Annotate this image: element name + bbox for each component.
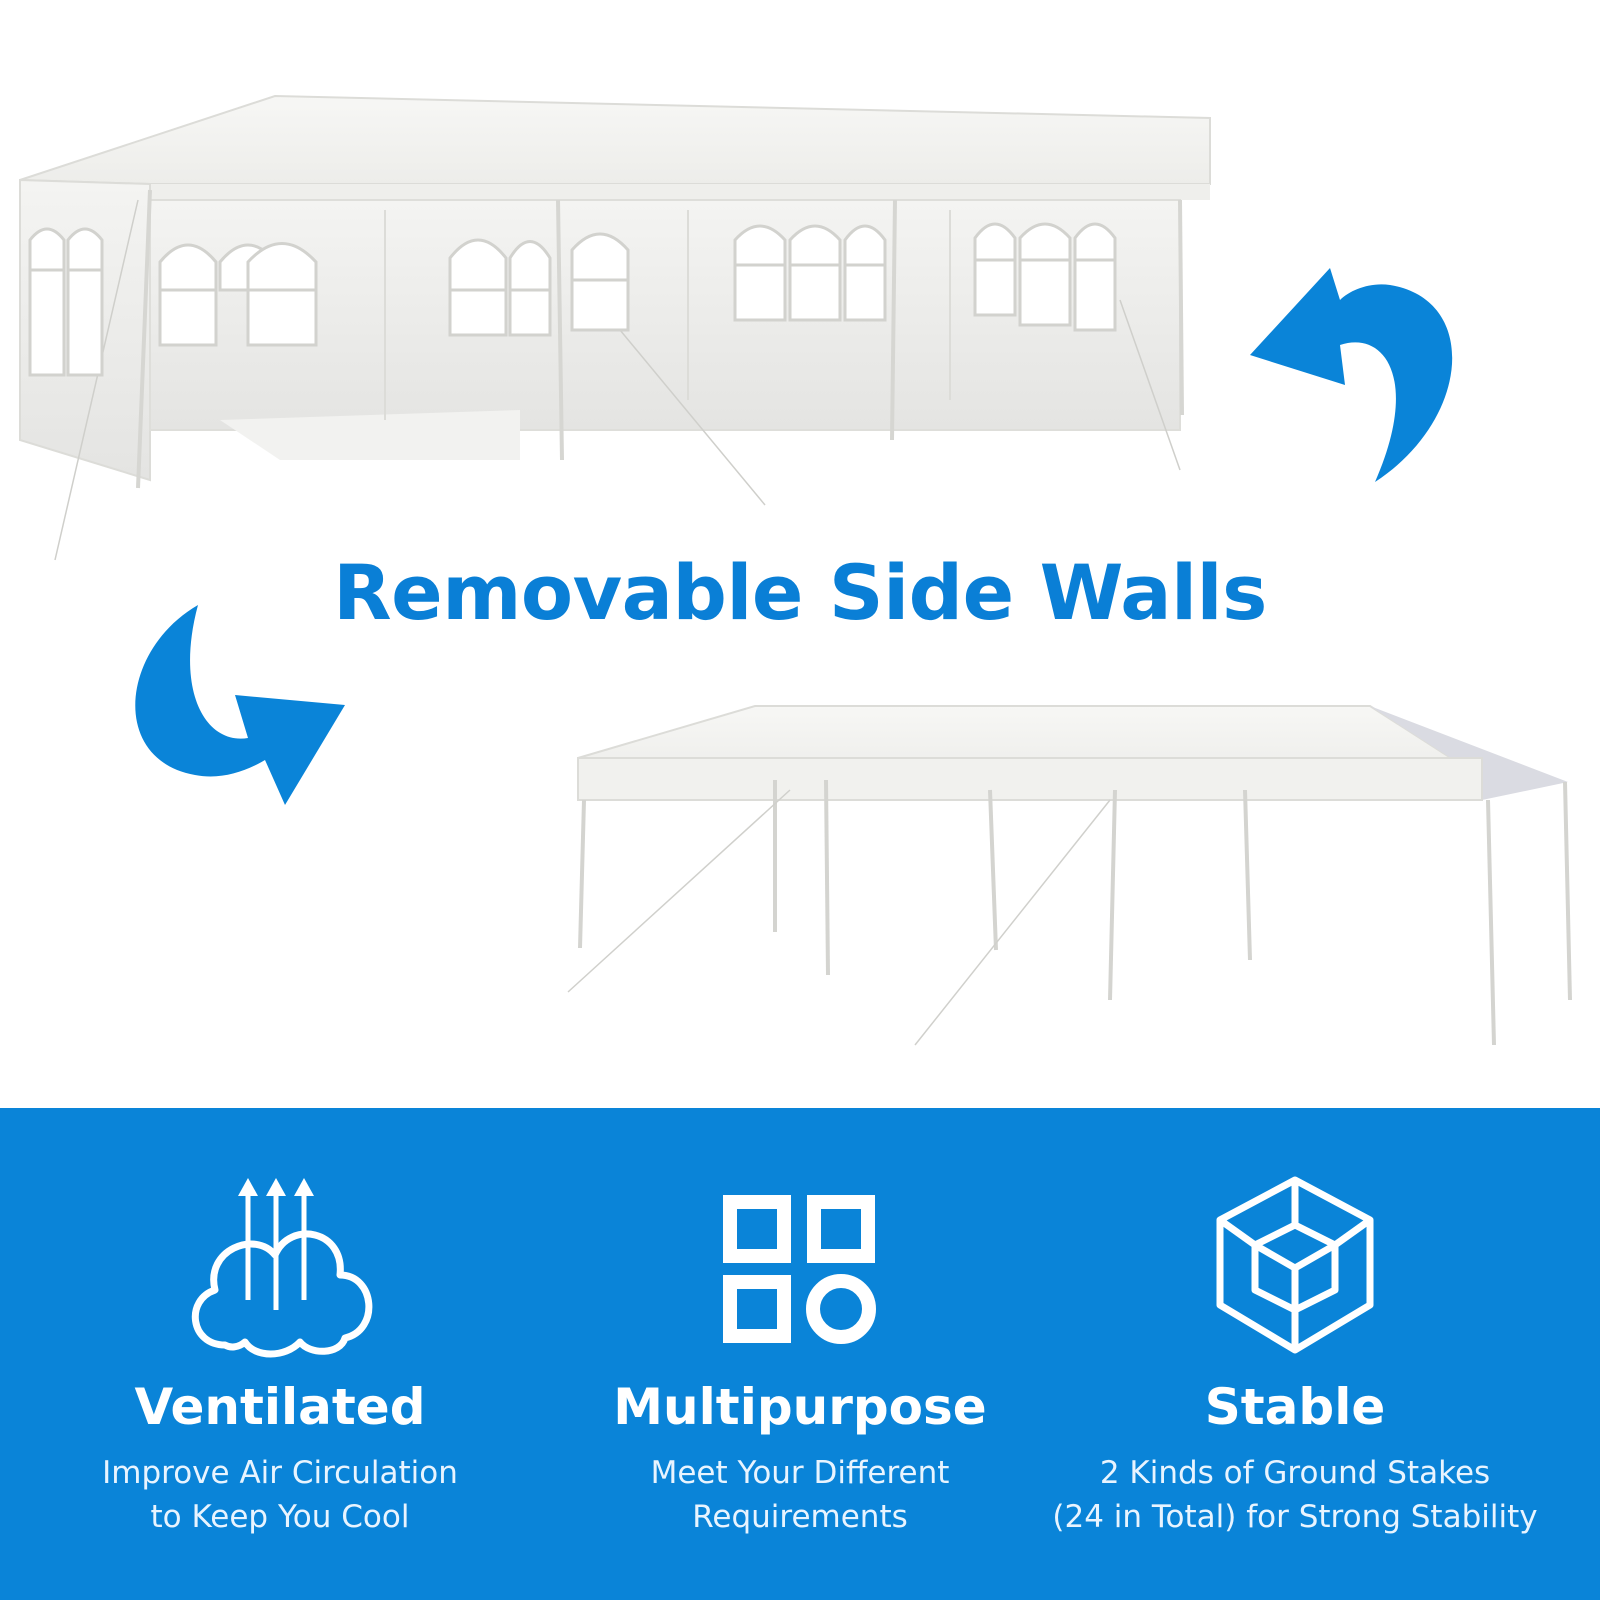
curved-arrow-left-icon [135, 605, 345, 805]
feature-stable: Stable 2 Kinds of Ground Stakes (24 in T… [1035, 1170, 1555, 1539]
feature-desc-line: to Keep You Cool [150, 1499, 410, 1536]
feature-desc-line: 2 Kinds of Ground Stakes [1099, 1455, 1491, 1491]
feature-desc-line: Meet Your Different [650, 1455, 950, 1491]
feature-description: 2 Kinds of Ground Stakes (24 in Total) f… [1035, 1451, 1555, 1539]
feature-title: Multipurpose [613, 1378, 987, 1436]
ventilation-cloud-icon [191, 1178, 373, 1358]
feature-title: Ventilated [134, 1378, 426, 1436]
product-scene [19, 94, 1572, 1046]
cube-stability-icon [1216, 1176, 1374, 1354]
headline: Removable Side Walls [333, 548, 1267, 637]
curved-arrow-right-icon [1250, 268, 1453, 482]
feature-desc-line: (24 in Total) for Strong Stability [1052, 1499, 1538, 1536]
feature-description: Meet Your Different Requirements [540, 1451, 1060, 1539]
tent-without-walls [567, 705, 1572, 1046]
tent-with-walls [19, 94, 1211, 561]
feature-desc-line: Improve Air Circulation [102, 1455, 458, 1491]
feature-multipurpose: Multipurpose Meet Your Different Require… [540, 1170, 1060, 1539]
feature-description: Improve Air Circulation to Keep You Cool [20, 1451, 540, 1539]
feature-desc-line: Requirements [692, 1499, 908, 1536]
shapes-grid-icon [723, 1195, 876, 1344]
feature-ventilated: Ventilated Improve Air Circulation to Ke… [20, 1170, 540, 1539]
feature-title: Stable [1204, 1378, 1386, 1436]
